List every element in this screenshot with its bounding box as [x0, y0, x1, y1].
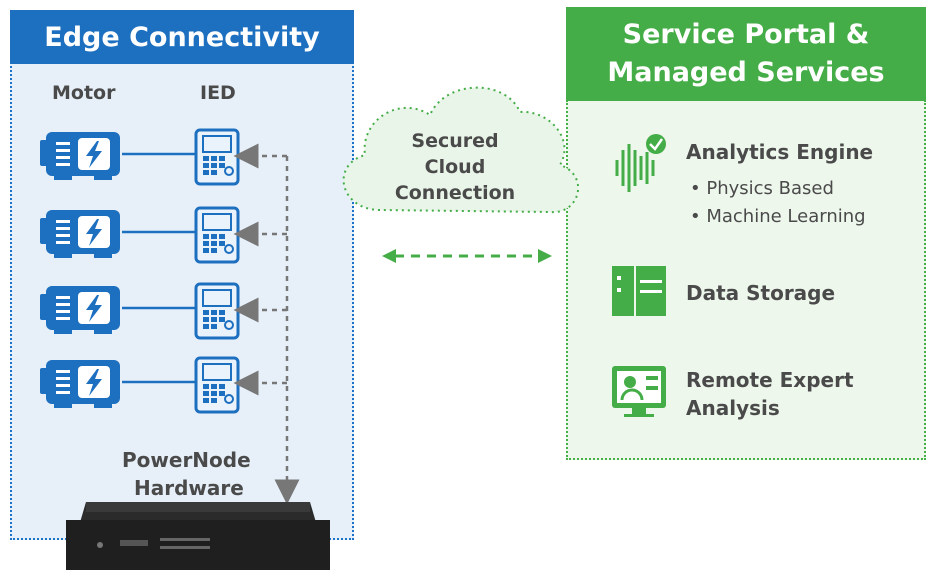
motor-icon — [40, 210, 120, 258]
managed-services-header: Service Portal & Managed Services — [566, 7, 926, 101]
motor-ied-row-1 — [40, 128, 240, 186]
analytics-icon — [615, 134, 666, 192]
edge-connectivity-header: Edge Connectivity — [10, 10, 354, 64]
powernode-label-line1: PowerNode — [122, 448, 251, 472]
cloud-icon — [342, 86, 579, 214]
ied-column-label: IED — [200, 82, 236, 104]
powernode-hardware-icon — [66, 502, 330, 570]
powernode-label-line2: Hardware — [134, 476, 244, 500]
data-storage-icon — [612, 266, 666, 316]
remote-expert-label: Remote Expert Analysis — [686, 368, 854, 420]
ied-bus-lines — [233, 143, 300, 505]
analytics-bullet-2: • Machine Learning — [690, 206, 866, 227]
motor-icon — [40, 132, 120, 180]
cloud-connection-arrow — [382, 249, 552, 263]
ied-icon — [194, 206, 240, 264]
analytics-engine-label: Analytics Engine — [686, 140, 874, 164]
ied-icon — [194, 356, 240, 414]
analytics-bullet-1: • Physics Based — [690, 178, 834, 199]
motor-ied-row-2 — [40, 206, 240, 264]
motor-ied-row-3 — [40, 282, 240, 340]
motor-column-label: Motor — [52, 82, 116, 104]
ied-icon — [194, 128, 240, 186]
managed-services-panel — [566, 100, 926, 460]
motor-ied-row-4 — [40, 356, 240, 414]
edge-connectivity-panel — [10, 10, 354, 540]
motor-icon — [40, 360, 120, 408]
managed-services-title-line1: Service Portal & — [622, 19, 870, 50]
motor-icon — [40, 286, 120, 334]
managed-services-title-line2: Managed Services — [607, 57, 885, 88]
cloud-connection-label: Secured Cloud Connection — [394, 130, 516, 204]
edge-connectivity-title: Edge Connectivity — [44, 21, 320, 53]
ied-icon — [194, 282, 240, 340]
remote-analysis-icon — [612, 366, 666, 417]
data-storage-label: Data Storage — [686, 281, 836, 305]
